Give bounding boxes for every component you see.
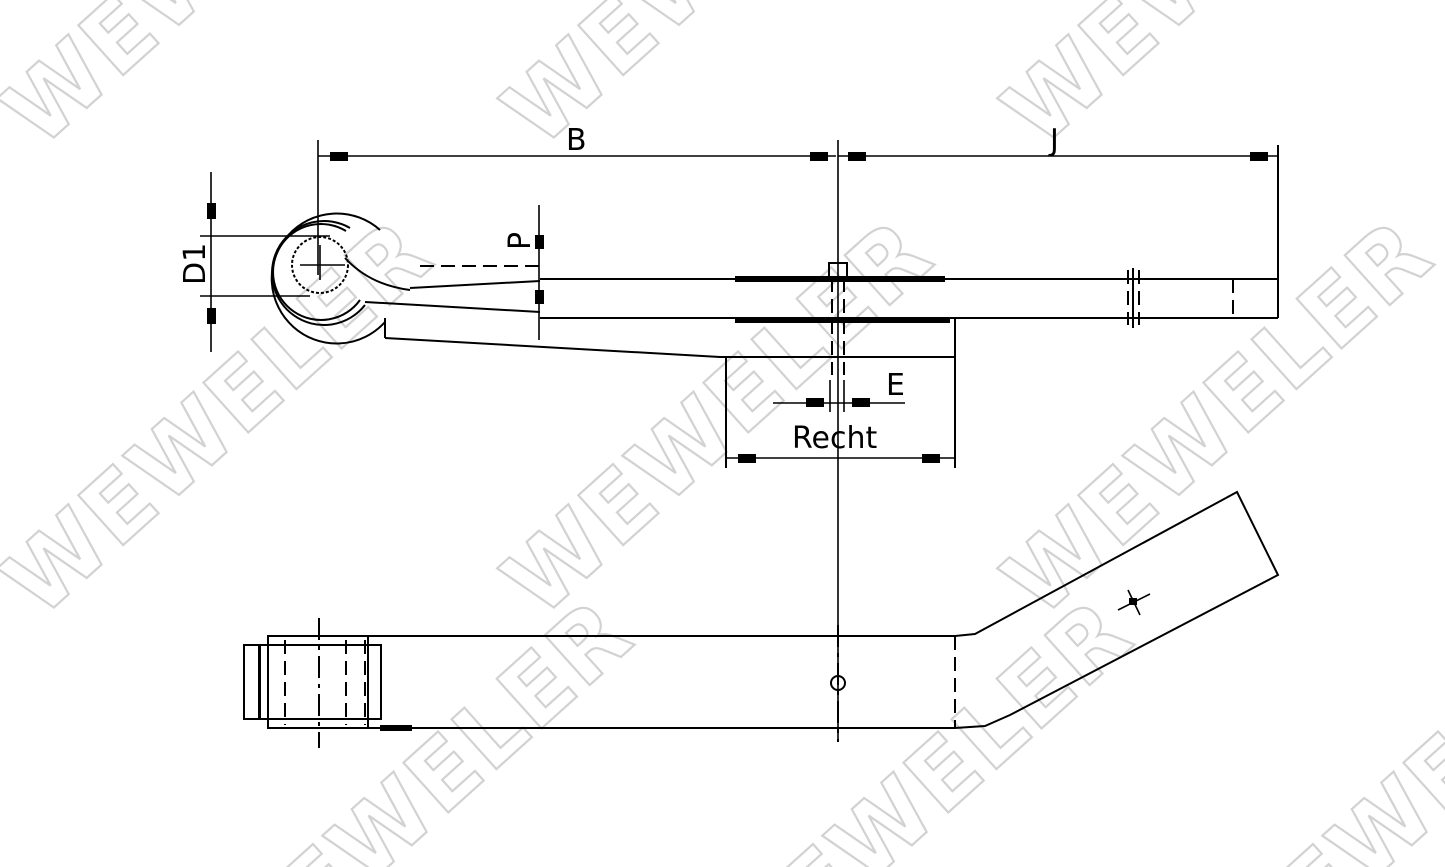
center-mark-icon bbox=[1117, 589, 1151, 616]
spring-eye bbox=[270, 212, 411, 345]
watermark: WEWELER bbox=[483, 199, 952, 636]
watermark: WEWELER bbox=[0, 199, 452, 636]
label-j: J bbox=[1048, 123, 1059, 158]
side-view: B J D1 P bbox=[178, 123, 1279, 740]
dimension-b: B bbox=[317, 123, 836, 275]
spring-leaves bbox=[364, 262, 1278, 468]
dimension-p: P bbox=[420, 205, 544, 340]
dimension-recht: Recht bbox=[726, 421, 955, 463]
label-b: B bbox=[566, 123, 587, 158]
dimension-e: E bbox=[773, 368, 905, 412]
top-view bbox=[243, 490, 1280, 748]
dimension-d1: D1 bbox=[178, 172, 330, 352]
label-recht: Recht bbox=[792, 421, 877, 456]
label-p: P bbox=[503, 232, 538, 250]
watermark: WEWELER bbox=[983, 199, 1445, 636]
watermark: WEWELER bbox=[683, 579, 1152, 867]
watermark: WEWELER bbox=[0, 0, 452, 166]
label-d1: D1 bbox=[178, 243, 213, 285]
watermark: WEWELER bbox=[183, 579, 652, 867]
watermark: WEWELER bbox=[483, 0, 952, 166]
watermark: WEWELER bbox=[1183, 579, 1445, 867]
label-e: E bbox=[886, 368, 905, 403]
